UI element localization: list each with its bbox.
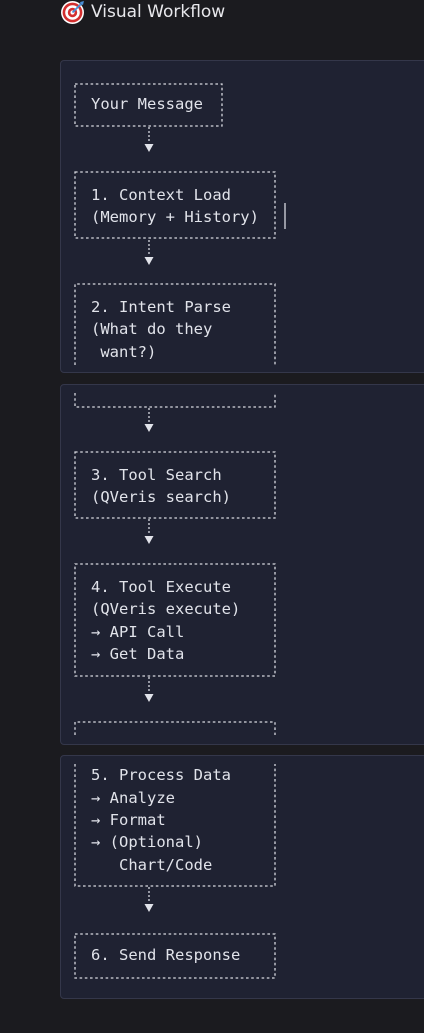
flow-arrow xyxy=(144,408,154,432)
flow-step-intent-parse-bottom xyxy=(74,393,276,408)
step-label: (QVeris search) xyxy=(91,488,231,506)
flow-arrow xyxy=(144,887,154,912)
step-label: → Get Data xyxy=(91,645,184,663)
step-label: (Memory + History) xyxy=(91,208,259,226)
flow-arrow xyxy=(144,519,154,544)
flow-step-process-data: 5. Process Data → Analyze → Format → (Op… xyxy=(74,764,276,887)
step-label: 3. Tool Search xyxy=(91,466,222,484)
section-heading: Visual Workflow xyxy=(60,0,225,24)
flow-step-tool-execute: 4. Tool Execute (QVeris execute) → API C… xyxy=(74,563,276,677)
code-block-3: 5. Process Data → Analyze → Format → (Op… xyxy=(60,755,424,999)
target-icon xyxy=(61,0,84,24)
workflow-diagram-part-2: 3. Tool Search (QVeris search) 4. Tool E… xyxy=(74,393,276,735)
step-label: (QVeris execute) xyxy=(91,600,240,618)
step-label: want?) xyxy=(91,343,156,361)
flow-arrow xyxy=(144,677,154,702)
flow-step-send-response: 6. Send Response xyxy=(74,933,276,979)
flow-step-process-data-top xyxy=(74,721,276,735)
step-label: 4. Tool Execute xyxy=(91,578,231,596)
flow-step-intent-parse: 2. Intent Parse (What do they want?) xyxy=(74,283,276,365)
step-label: 1. Context Load xyxy=(91,186,231,204)
workflow-diagram-part-1: Your Message 1. Context Load (Memory + H… xyxy=(74,83,286,365)
flow-step-your-message: Your Message xyxy=(74,83,223,127)
step-label: → Analyze xyxy=(91,789,175,807)
workflow-diagram-part-3: 5. Process Data → Analyze → Format → (Op… xyxy=(74,764,276,979)
step-label: (What do they xyxy=(91,320,212,338)
flow-arrow xyxy=(144,240,154,265)
flow-step-context-load: 1. Context Load (Memory + History) xyxy=(74,171,286,239)
section-title: Visual Workflow xyxy=(91,2,226,22)
step-label: 5. Process Data xyxy=(91,766,231,784)
step-label: 6. Send Response xyxy=(91,946,240,964)
step-label: 2. Intent Parse xyxy=(91,298,231,316)
flow-arrow xyxy=(144,127,154,152)
step-label: → API Call xyxy=(91,623,184,641)
step-label: → (Optional) xyxy=(91,833,203,851)
code-block-1: Your Message 1. Context Load (Memory + H… xyxy=(60,60,424,373)
code-block-2: 3. Tool Search (QVeris search) 4. Tool E… xyxy=(60,384,424,745)
step-label: → Format xyxy=(91,811,166,829)
flow-step-tool-search: 3. Tool Search (QVeris search) xyxy=(74,451,276,519)
step-label: Your Message xyxy=(91,95,203,113)
step-label: Chart/Code xyxy=(91,856,212,874)
